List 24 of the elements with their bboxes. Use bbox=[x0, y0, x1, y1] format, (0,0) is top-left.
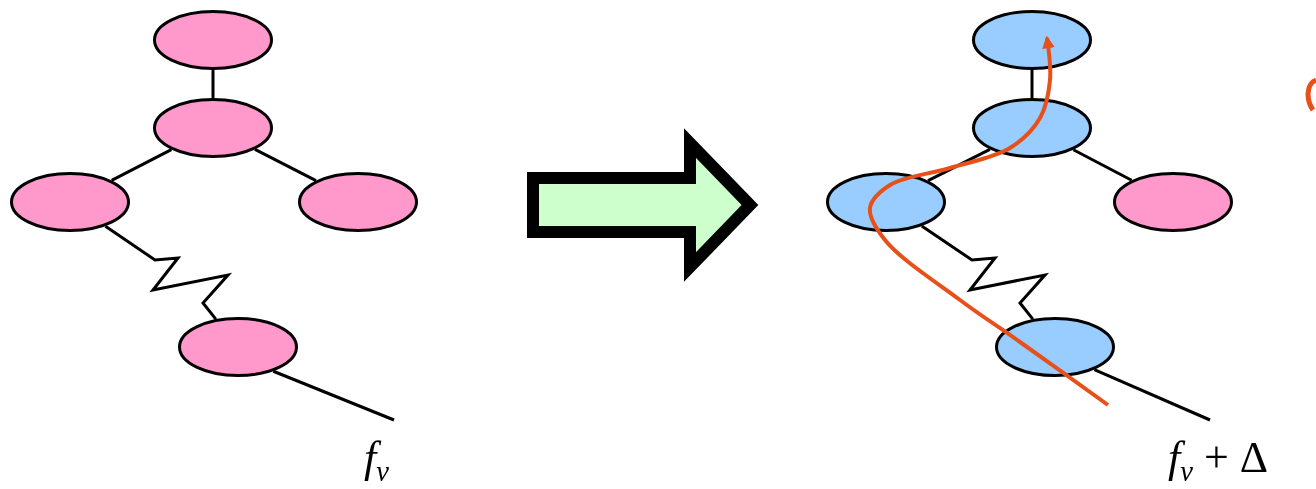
connector-line bbox=[272, 369, 395, 422]
node-ellipse bbox=[153, 10, 273, 70]
node-ellipse bbox=[995, 317, 1115, 377]
zigzag-line bbox=[104, 224, 233, 321]
connector-line bbox=[1093, 368, 1211, 422]
connector-line bbox=[211, 70, 215, 98]
node-ellipse bbox=[972, 98, 1092, 158]
curved-arrow bbox=[868, 35, 1110, 407]
math-label: f$_{v}$ + Δ bbox=[1168, 436, 1269, 487]
connector-line bbox=[1030, 70, 1034, 98]
zigzag-line bbox=[920, 224, 1050, 321]
math-label: f$_{v}$ bbox=[364, 436, 389, 487]
node-ellipse bbox=[10, 172, 130, 232]
node-ellipse bbox=[972, 10, 1092, 70]
node-ellipse bbox=[178, 317, 298, 377]
node-ellipse bbox=[826, 172, 946, 232]
node-ellipse bbox=[153, 98, 273, 158]
connector-line bbox=[111, 148, 172, 182]
connector-line bbox=[927, 148, 991, 182]
connector-line bbox=[1072, 148, 1133, 182]
node-ellipse bbox=[298, 172, 418, 232]
node-ellipse bbox=[1113, 172, 1233, 232]
connector-line bbox=[254, 148, 317, 182]
block-arrow bbox=[527, 128, 759, 282]
